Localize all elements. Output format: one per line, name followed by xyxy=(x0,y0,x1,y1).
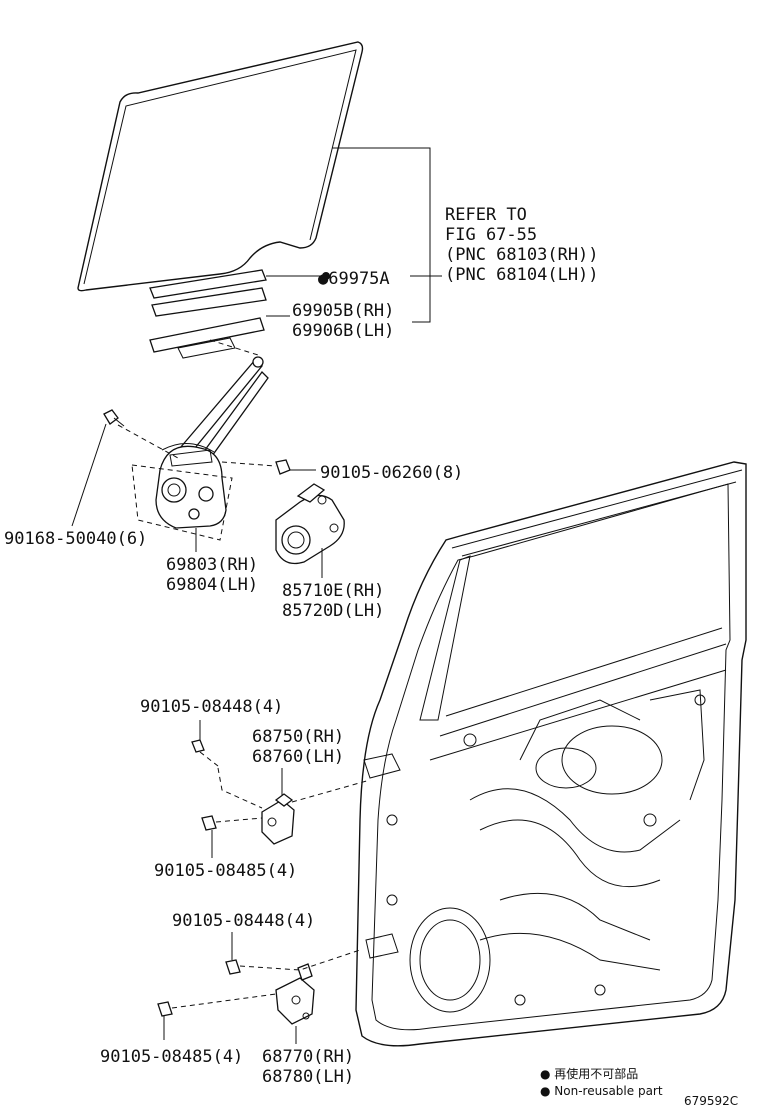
bolt-90105-08448-b xyxy=(225,959,241,975)
label-69906b: 69906B(LH) xyxy=(292,321,394,341)
legend-jp: ● 再使用不可部品 xyxy=(540,1066,638,1081)
label-90105-08448-a: 90105-08448(4) xyxy=(140,697,283,717)
glass-run-channel xyxy=(149,269,267,359)
bolt-90105-06260 xyxy=(275,459,316,475)
label-85710e: 85710E(RH) xyxy=(282,581,384,601)
label-69975a: ●69975A xyxy=(318,269,390,289)
label-69804: 69804(LH) xyxy=(166,575,258,595)
label-68750: 68750(RH) xyxy=(252,727,344,747)
legend-en: ● Non-reusable part xyxy=(540,1084,663,1098)
label-90168-50040: 90168-50040(6) xyxy=(4,529,147,549)
figure-code: 679592C xyxy=(684,1094,738,1108)
refer-line-3: (PNC 68103(RH)) xyxy=(445,245,599,265)
window-regulator xyxy=(155,356,269,529)
door-check-lower xyxy=(275,963,315,1025)
label-90105-08485-b: 90105-08485(4) xyxy=(100,1047,243,1067)
bolt-90168 xyxy=(103,409,125,427)
label-69803: 69803(RH) xyxy=(166,555,258,575)
door-check-upper xyxy=(261,793,295,845)
label-85720d: 85720D(LH) xyxy=(282,601,384,621)
bolt-90105-08448-a xyxy=(191,739,219,767)
label-90105-08448-b: 90105-08448(4) xyxy=(172,911,315,931)
label-90105-06260: 90105-06260(8) xyxy=(320,463,463,483)
refer-line-4: (PNC 68104(LH)) xyxy=(445,265,599,285)
label-68770: 68770(RH) xyxy=(262,1047,354,1067)
label-69905b: 69905B(RH) xyxy=(292,301,394,321)
window-motor xyxy=(275,483,345,565)
label-68760: 68760(LH) xyxy=(252,747,344,767)
door-glass xyxy=(77,41,364,292)
label-68780: 68780(LH) xyxy=(262,1067,354,1087)
bolt-90105-08485-b xyxy=(157,1001,173,1017)
bolt-90105-08485-a xyxy=(201,815,217,831)
refer-line-2: FIG 67-55 xyxy=(445,225,537,245)
rear-door-panel xyxy=(355,461,747,1047)
label-90105-08485-a: 90105-08485(4) xyxy=(154,861,297,881)
refer-line-1: REFER TO xyxy=(445,205,527,225)
